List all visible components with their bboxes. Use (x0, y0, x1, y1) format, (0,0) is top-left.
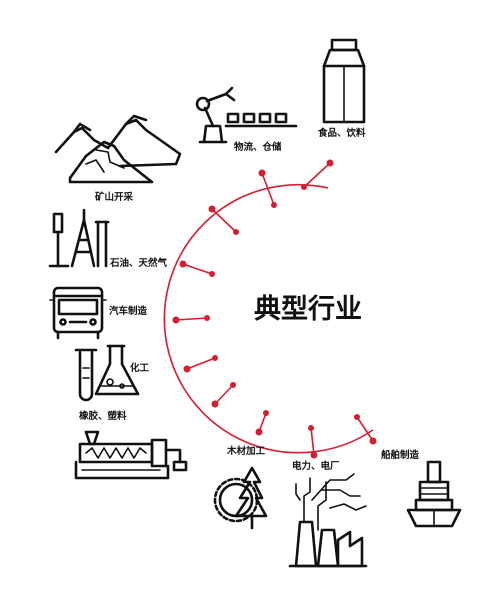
label-automotive: 汽车制造 (109, 305, 148, 317)
label-mining: 矿山开采 (95, 191, 134, 203)
spoke-9 (308, 425, 318, 459)
spoke-3 (208, 205, 239, 235)
label-chemical: 化工 (130, 362, 150, 374)
spoke-6 (183, 355, 218, 373)
label-power-plant: 电力、电厂 (292, 460, 340, 472)
central-arc (163, 183, 374, 454)
spoke-2 (258, 169, 277, 208)
spoke-5 (172, 315, 210, 324)
spoke-7 (211, 382, 236, 408)
label-shipbuilding: 船舶制造 (381, 449, 420, 461)
label-wood-processing: 木材加工 (226, 445, 266, 457)
label-rubber-plastic: 橡胶、塑料 (79, 410, 127, 422)
milk-carton-icon (322, 38, 366, 124)
power-plant-icon (288, 473, 368, 568)
arc-spokes (172, 159, 377, 459)
spoke-4 (179, 260, 215, 277)
label-oil-gas: 石油、天然气 (109, 257, 168, 269)
diagram-title: 典型行业 (254, 293, 362, 325)
oil-derrick-icon (48, 208, 110, 268)
extruder-machine-icon (74, 430, 188, 480)
spoke-10 (354, 414, 377, 445)
bus-icon (49, 286, 107, 340)
spoke-1 (301, 159, 334, 190)
saw-blade-tree-icon (213, 466, 268, 530)
label-food-beverage: 食品、饮料 (317, 127, 366, 139)
chemistry-flask-icon (74, 344, 140, 402)
robot-arm-conveyor-icon (195, 86, 298, 144)
label-logistics: 物流、仓储 (234, 141, 282, 153)
mountains-icon (54, 114, 182, 184)
cargo-ship-icon (406, 460, 462, 528)
spoke-8 (255, 410, 269, 436)
